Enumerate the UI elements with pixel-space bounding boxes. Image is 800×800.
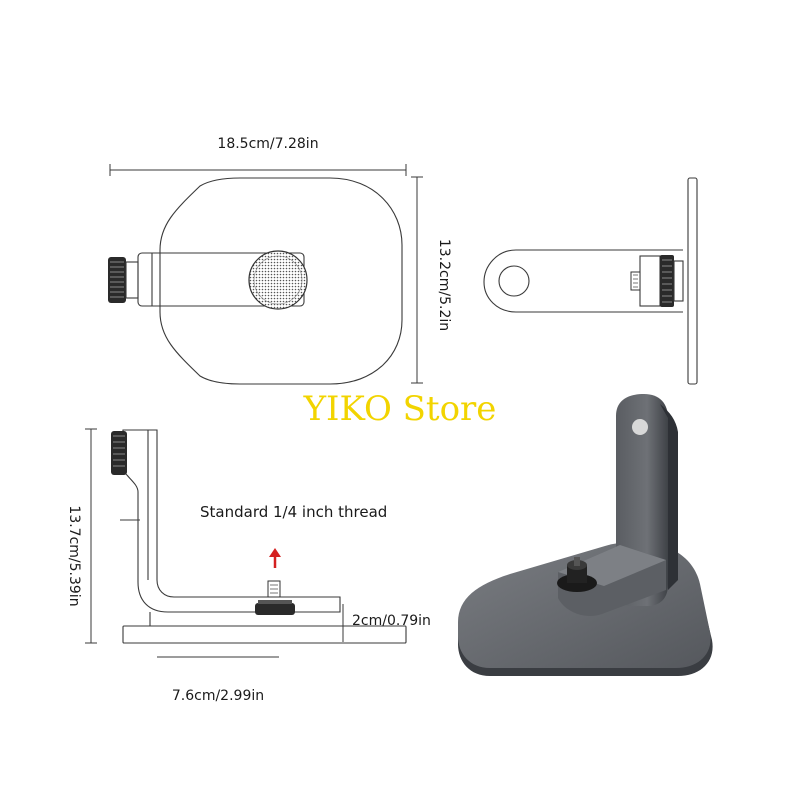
profile-base-outline xyxy=(122,625,407,644)
render-screw xyxy=(557,557,597,592)
thread-arrow-icon xyxy=(269,548,281,568)
top-height-label: 13.2cm/5.2in xyxy=(436,239,452,331)
base-thickness-label: 2cm/0.79in xyxy=(352,613,431,629)
base-depth-dimension: 7.6cm/2.99in xyxy=(157,656,279,704)
side-height-label: 13.7cm/5.39in xyxy=(66,505,82,606)
top-width-label: 18.5cm/7.28in xyxy=(217,136,318,152)
pad-knurl-top xyxy=(248,250,308,310)
side-view-right xyxy=(483,177,698,385)
side-height-dimension: 13.7cm/5.39in xyxy=(66,428,97,644)
render-pillar-hole xyxy=(632,419,648,435)
thread-note: Standard 1/4 inch thread xyxy=(200,503,387,521)
side-plate-outline xyxy=(687,177,698,385)
knob-top xyxy=(108,257,139,303)
knob-profile xyxy=(111,431,127,475)
top-view: 18.5cm/7.28in 13.2cm/5.2in xyxy=(108,136,452,385)
knob-side xyxy=(660,255,684,307)
base-depth-label: 7.6cm/2.99in xyxy=(172,688,264,704)
thread-screw xyxy=(255,580,295,615)
profile-view: 13.7cm/5.39in xyxy=(66,428,431,704)
base-thickness-dimension: 2cm/0.79in xyxy=(342,604,431,642)
arm-hole xyxy=(498,265,530,297)
base-plate-outline xyxy=(159,177,403,385)
store-watermark: YIKO Store xyxy=(303,389,497,429)
side-arm-outline xyxy=(483,249,683,313)
product-render xyxy=(458,394,713,676)
top-width-dimension: 18.5cm/7.28in xyxy=(109,136,407,176)
l-bracket-outline xyxy=(122,429,341,613)
top-height-dimension: 13.2cm/5.2in xyxy=(411,176,452,384)
